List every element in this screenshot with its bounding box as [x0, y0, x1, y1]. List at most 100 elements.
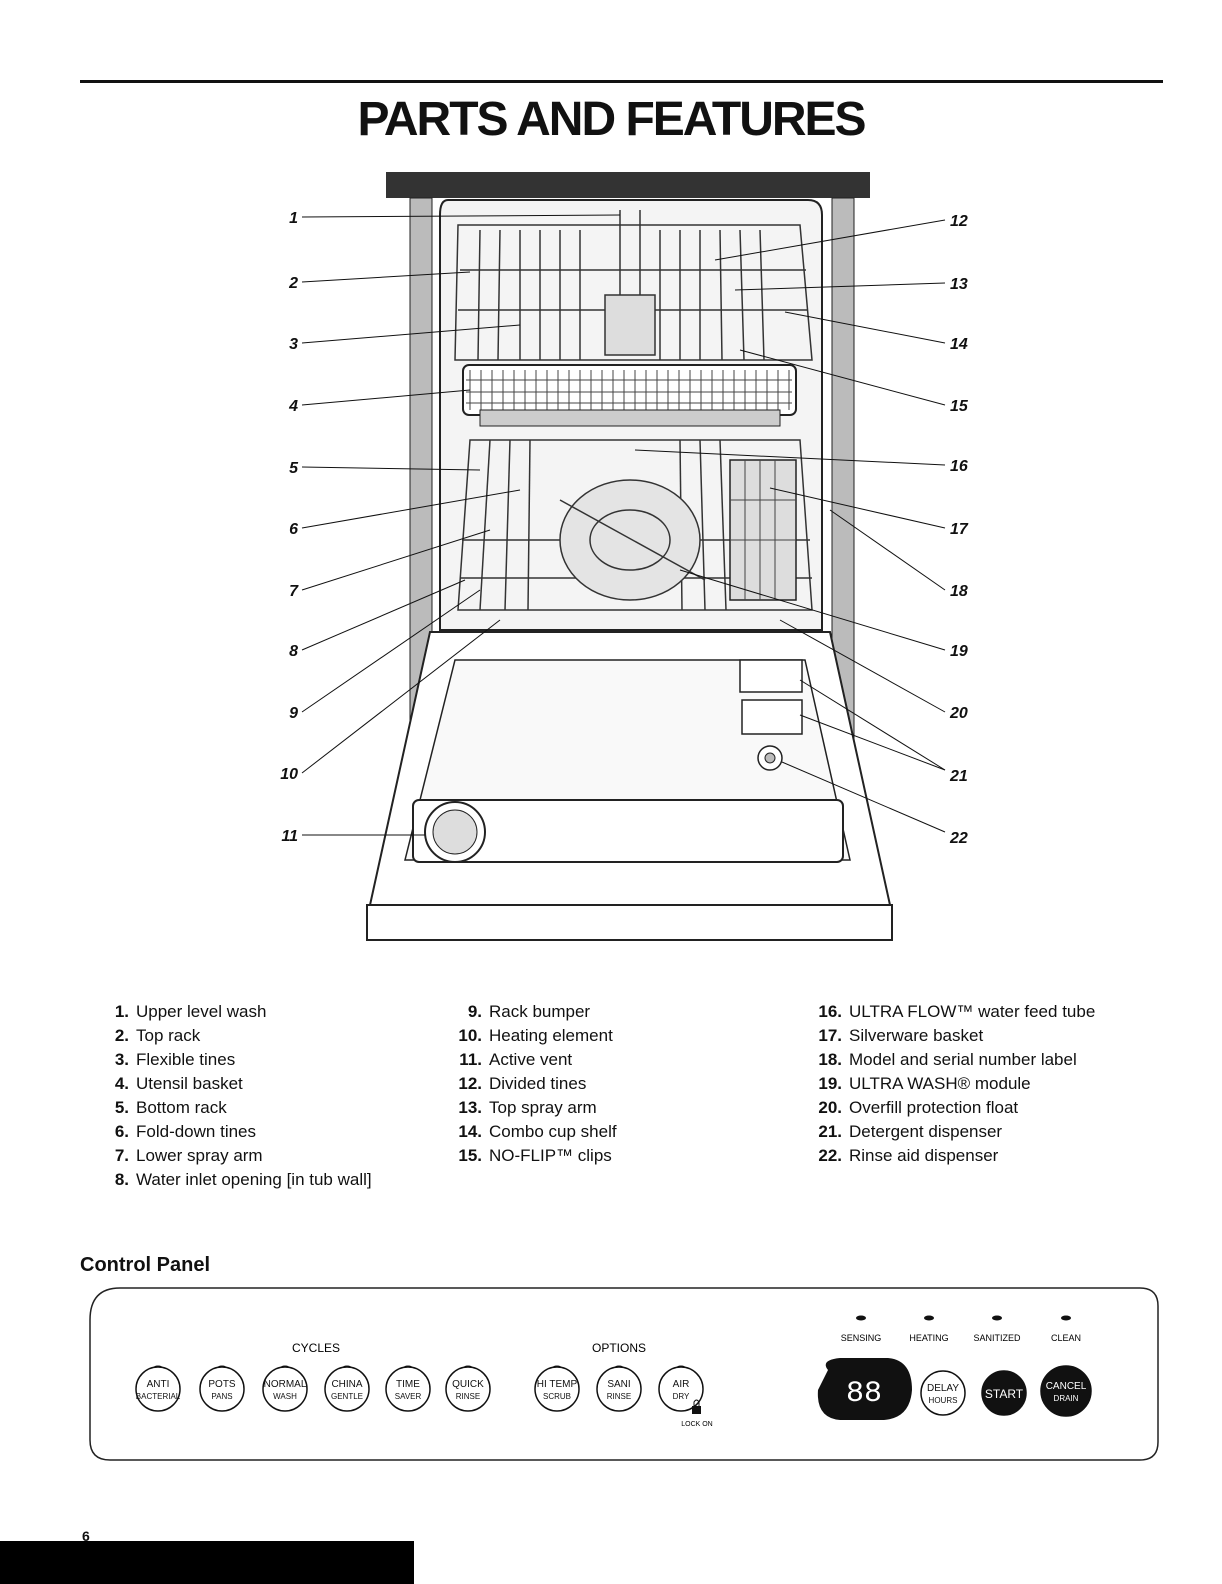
cycle-button-china-label: CHINA	[331, 1379, 362, 1390]
status-label-sensing: SENSING	[841, 1333, 882, 1343]
parts-list-item: 15.NO-FLIP™ clips	[452, 1144, 617, 1168]
callout-lines	[301, 214, 946, 836]
option-button-hi-temp[interactable]: HI TEMP SCRUB	[534, 1366, 580, 1412]
status-light-sensing	[856, 1315, 866, 1321]
delay-hours-button-label: HOURS	[929, 1396, 958, 1405]
callout-14: 14	[950, 336, 968, 353]
callout-19: 19	[950, 643, 968, 660]
status-label-heating: HEATING	[909, 1333, 948, 1343]
parts-list-label: Active vent	[489, 1050, 573, 1069]
parts-list-number: 20.	[818, 1098, 842, 1117]
callout-4: 4	[288, 398, 298, 415]
parts-list-number: 6.	[114, 1122, 129, 1141]
delay-hours-button-label: DELAY	[927, 1383, 959, 1394]
lock-on-label: LOCK ON	[681, 1421, 713, 1428]
cycle-button-normal-label: WASH	[273, 1392, 297, 1401]
cycle-button-pots-label: PANS	[211, 1392, 232, 1401]
parts-list-number: 4.	[114, 1074, 129, 1093]
parts-list-number: 3.	[114, 1050, 129, 1069]
parts-list-label: Water inlet opening [in tub wall]	[136, 1170, 372, 1189]
option-button-air-label: DRY	[673, 1392, 690, 1401]
callout-18: 18	[950, 583, 968, 600]
page-number: 6	[82, 1528, 90, 1544]
callout-1: 1	[289, 210, 298, 227]
parts-list-number: 12.	[458, 1074, 482, 1093]
parts-list-number: 9.	[467, 1002, 482, 1021]
status-label-clean: CLEAN	[1051, 1333, 1081, 1343]
parts-list-item: 10.Heating element	[452, 1024, 617, 1048]
control-panel-heading: Control Panel	[80, 1254, 211, 1276]
parts-list-item: 13.Top spray arm	[452, 1096, 617, 1120]
cycle-button-time-label: SAVER	[395, 1392, 422, 1401]
parts-list-label: NO-FLIP™ clips	[489, 1146, 612, 1165]
callout-5: 5	[289, 460, 299, 477]
callout-6: 6	[289, 521, 298, 538]
parts-list-number: 18.	[818, 1050, 842, 1069]
parts-list-item: 22. Rinse aid dispenser	[812, 1144, 1095, 1168]
options-label: OPTIONS	[592, 1341, 646, 1355]
parts-list-number: 22.	[818, 1146, 842, 1165]
start-button-label: START	[985, 1387, 1024, 1401]
countertop	[386, 172, 870, 198]
parts-list-item: 14.Combo cup shelf	[452, 1120, 616, 1144]
cycle-button-normal-label: NORMAL	[264, 1379, 307, 1390]
parts-list-item: 19.ULTRA WASH® module	[812, 1072, 1095, 1096]
parts-list-item: 18. Model and serial number label	[812, 1048, 1095, 1072]
parts-list-label: Utensil basket	[136, 1074, 243, 1093]
parts-list-number: 17.	[818, 1026, 842, 1045]
cancel-drain-button-label: CANCEL	[1046, 1381, 1087, 1392]
parts-list-label: Model and serial number label	[849, 1050, 1077, 1069]
parts-list-item: 17.Silverware basket	[812, 1024, 1095, 1048]
upper-rack	[454, 210, 813, 361]
top-rule	[80, 80, 1163, 83]
option-button-air[interactable]: AIR DRY	[658, 1366, 704, 1412]
parts-list-item: 12. Divided tines	[452, 1072, 617, 1096]
callout-9: 9	[289, 705, 298, 722]
option-button-hi-temp-label: SCRUB	[543, 1392, 571, 1401]
parts-list-item: 5.Bottom rack	[99, 1096, 372, 1120]
parts-list-label: Fold-down tines	[136, 1122, 257, 1141]
callout-17: 17	[950, 521, 969, 538]
cycle-button-time-label: TIME	[396, 1379, 420, 1390]
status-light-sanitized	[992, 1315, 1002, 1321]
option-button-hi-temp-label: HI TEMP	[537, 1379, 578, 1390]
start-button[interactable]: START	[981, 1370, 1027, 1416]
callout-13: 13	[950, 276, 968, 293]
status-label-sanitized: SANITIZED	[973, 1333, 1021, 1343]
parts-list-number: 11.	[459, 1050, 482, 1069]
cycle-button-china[interactable]: CHINA GENTLE	[324, 1366, 370, 1412]
lower-rack	[457, 439, 813, 611]
parts-list-label: Detergent dispenser	[849, 1122, 1003, 1141]
footer-bar	[0, 1541, 414, 1584]
parts-list-label: Upper level wash	[136, 1002, 267, 1021]
digital-display: 88	[817, 1358, 912, 1420]
parts-list-label: Rinse aid dispenser	[849, 1146, 999, 1165]
cycle-button-quick-label: QUICK	[452, 1379, 484, 1390]
status-light-heating	[924, 1315, 934, 1321]
lock-icon	[692, 1399, 701, 1414]
parts-list-label: Bottom rack	[136, 1098, 227, 1117]
parts-list-number: 13.	[458, 1098, 482, 1117]
callout-7: 7	[289, 583, 299, 600]
option-button-air-label: AIR	[673, 1379, 690, 1390]
parts-list-item: 2.Top rack	[99, 1024, 372, 1048]
parts-list-number: 1.	[114, 1002, 129, 1021]
callout-11: 11	[281, 828, 298, 845]
cycle-button-time[interactable]: TIME SAVER	[385, 1366, 431, 1412]
cycle-button-china-label: GENTLE	[331, 1392, 363, 1401]
parts-list-label: Divided tines	[489, 1074, 587, 1093]
parts-list-label: Rack bumper	[489, 1002, 591, 1021]
silverware-basket	[729, 459, 797, 601]
cycle-button-anti-label: ANTI	[147, 1379, 170, 1390]
parts-list-label: Lower spray arm	[136, 1146, 263, 1165]
cycle-button-normal[interactable]: NORMAL WASH	[262, 1366, 308, 1412]
delay-hours-button[interactable]: DELAY HOURS	[920, 1370, 966, 1416]
